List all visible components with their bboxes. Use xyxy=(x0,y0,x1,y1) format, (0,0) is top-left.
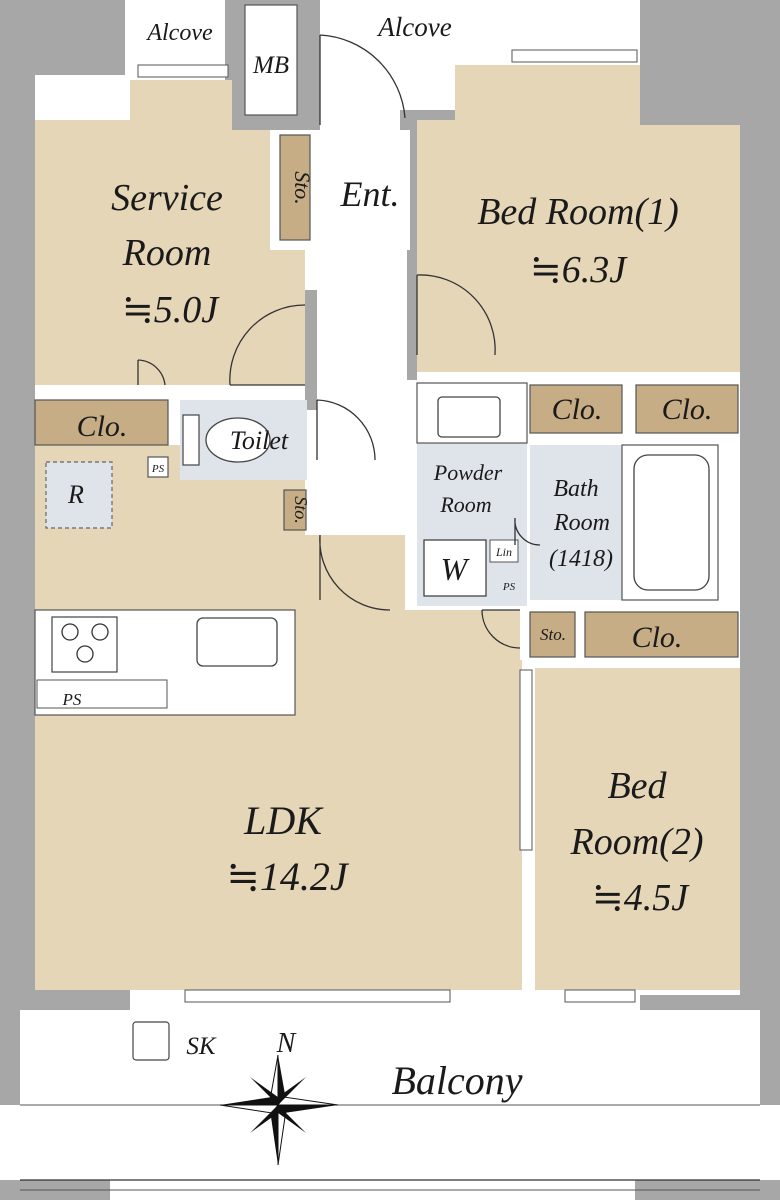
toilet-tank xyxy=(182,414,200,466)
ps-label-bath: PS xyxy=(502,581,516,593)
bed-room-2-label-1: Bed xyxy=(607,765,667,807)
bed-room-1-closet-right xyxy=(635,384,739,434)
service-room-floor xyxy=(35,80,305,385)
bed-room-1-closet-left xyxy=(529,384,623,434)
ps-label-toilet: PS xyxy=(151,463,165,475)
sink-label: SK xyxy=(186,1033,217,1060)
alcove-right-label: Alcove xyxy=(376,12,451,42)
kitchen-ps xyxy=(36,679,168,709)
entrance-label: Ent. xyxy=(340,174,400,214)
bed-room-2-floor xyxy=(535,668,740,990)
bed-room-2-storage-label: Sto. xyxy=(540,625,566,644)
ldk-floor xyxy=(35,445,522,990)
powder-room-label-2: Room xyxy=(439,492,491,517)
powder-room-label-1: Powder xyxy=(433,460,503,485)
mb-cabinet xyxy=(244,4,298,116)
kitchen-ps-label: PS xyxy=(62,690,82,709)
service-room-label-2: Room xyxy=(122,232,212,274)
bed-room-1-closet-right-label: Clo. xyxy=(662,393,713,426)
bathtub xyxy=(633,454,710,591)
bath-room-size: (1418) xyxy=(549,546,613,572)
balcony-sink-basin xyxy=(132,1021,170,1061)
ldk-label: LDK xyxy=(243,798,324,843)
bed-room-2-closet-label: Clo. xyxy=(632,621,683,654)
entrance-storage-label: Sto. xyxy=(290,171,315,205)
compass-north-label: N xyxy=(276,1028,297,1059)
linen-label: Lin xyxy=(495,545,512,559)
entrance-storage xyxy=(279,134,311,241)
washer-label: W xyxy=(441,551,471,587)
stove xyxy=(51,616,118,673)
bath-room xyxy=(530,445,622,600)
service-room-closet-label: Clo. xyxy=(77,410,128,443)
toilet-bowl xyxy=(205,417,271,463)
bed-room-1-floor xyxy=(417,65,740,372)
hall-storage-label: Sto. xyxy=(291,496,311,524)
door-swings xyxy=(137,34,541,649)
ps-box-toilet xyxy=(147,456,169,478)
refrigerator-space xyxy=(45,461,113,529)
balcony-label: Balcony xyxy=(391,1058,522,1103)
bed-room-2-storage xyxy=(529,611,576,658)
bed-room-1-closet-left-label: Clo. xyxy=(552,393,603,426)
compass-rose-icon xyxy=(219,1054,339,1166)
service-room-closet xyxy=(34,399,169,446)
hall-storage xyxy=(283,489,307,531)
kitchen-sink xyxy=(196,617,278,667)
alcove-left-label: Alcove xyxy=(145,20,213,46)
bed-room-1-size: ≒6.3J xyxy=(530,249,628,291)
balcony-area xyxy=(20,1010,760,1180)
bed-room-1-label: Bed Room(1) xyxy=(477,191,679,233)
room-floors xyxy=(35,65,740,990)
toilet-label: Toilet xyxy=(230,426,289,455)
bed-room-2-closet xyxy=(584,611,739,658)
washer-space xyxy=(423,539,487,597)
service-room-label-1: Service xyxy=(111,177,223,219)
vanity-sink xyxy=(437,396,501,438)
bath-room-label-1: Bath xyxy=(553,476,598,502)
linen-box xyxy=(489,539,519,563)
windows xyxy=(137,49,638,1003)
mb-label: MB xyxy=(252,52,289,79)
ldk-size: ≒14.2J xyxy=(226,854,350,899)
bed-room-2-size: ≒4.5J xyxy=(592,877,690,919)
bath-room-label-2: Room xyxy=(553,510,610,536)
service-room-size: ≒5.0J xyxy=(122,289,220,331)
bed-room-2-label-2: Room(2) xyxy=(570,821,704,863)
refrigerator-label: R xyxy=(67,480,84,509)
